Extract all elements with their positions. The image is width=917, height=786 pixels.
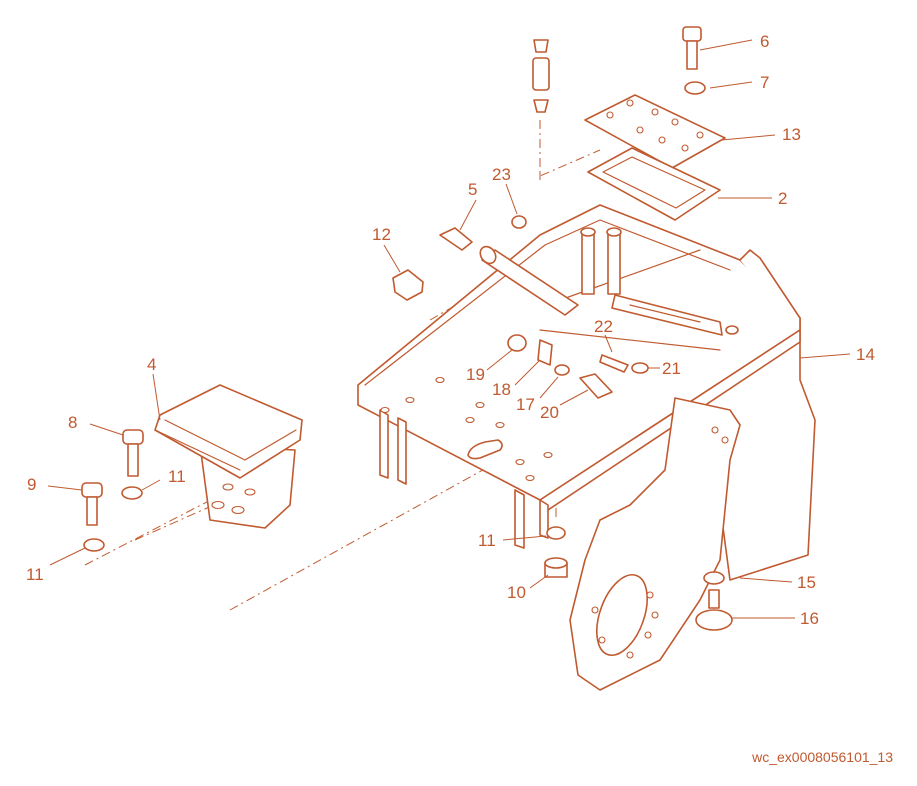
callout-11-upper: 11 bbox=[168, 467, 186, 486]
callout-21: 21 bbox=[662, 359, 681, 378]
callout-14: 14 bbox=[856, 345, 875, 364]
callout-19: 19 bbox=[466, 365, 485, 384]
callouts: 6 7 13 2 23 5 12 14 22 21 19 18 17 20 4 … bbox=[26, 32, 875, 628]
deck-holes bbox=[380, 376, 553, 482]
callout-12: 12 bbox=[372, 225, 391, 244]
callout-2: 2 bbox=[778, 189, 787, 208]
callout-4: 4 bbox=[147, 355, 156, 374]
callout-8: 8 bbox=[68, 413, 77, 432]
callout-23: 23 bbox=[492, 165, 511, 184]
callout-22: 22 bbox=[594, 317, 613, 336]
callout-16: 16 bbox=[800, 609, 819, 628]
callout-17: 17 bbox=[516, 395, 535, 414]
callout-10: 10 bbox=[507, 583, 526, 602]
callout-5: 5 bbox=[468, 180, 477, 199]
callout-15: 15 bbox=[797, 573, 816, 592]
callout-18: 18 bbox=[492, 380, 511, 399]
step-assembly bbox=[154, 384, 303, 529]
hitch-plate bbox=[569, 397, 741, 691]
hardware bbox=[81, 26, 733, 631]
callout-9: 9 bbox=[27, 475, 36, 494]
callout-11-center: 11 bbox=[478, 531, 496, 550]
callout-20: 20 bbox=[540, 403, 559, 422]
drawing-code: wc_ex0008056101_13 bbox=[752, 749, 893, 765]
callout-11-lower: 11 bbox=[26, 565, 44, 584]
callout-13: 13 bbox=[782, 125, 801, 144]
gasket bbox=[587, 147, 721, 221]
leader-lines bbox=[47, 39, 851, 619]
main-frame bbox=[357, 204, 816, 581]
callout-6: 6 bbox=[760, 32, 769, 51]
callout-7: 7 bbox=[760, 73, 769, 92]
cover-plate bbox=[584, 94, 726, 169]
